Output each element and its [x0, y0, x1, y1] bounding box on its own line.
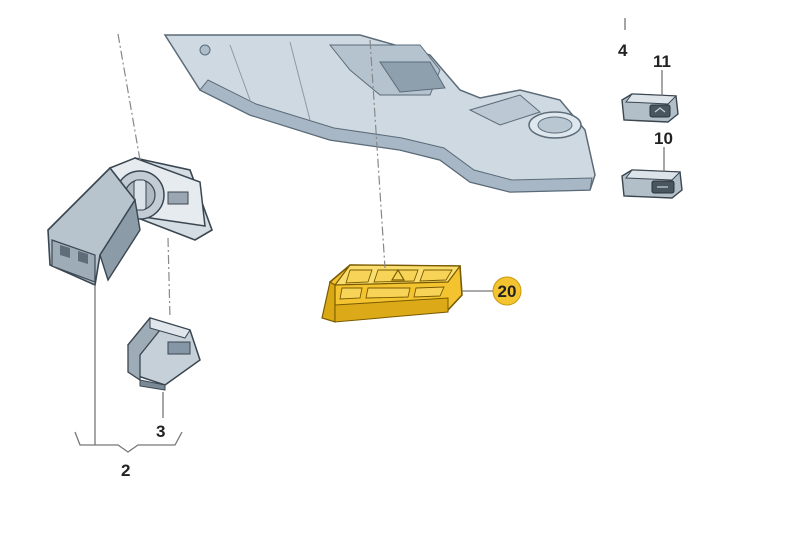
callout-2: 2	[121, 461, 130, 480]
small-push-switch-11	[621, 93, 679, 123]
switch-module	[127, 316, 201, 391]
leader-lines	[74, 18, 665, 453]
callout-3: 3	[156, 422, 165, 441]
leader-dash-3	[167, 237, 171, 319]
leader-dash-2	[117, 33, 141, 161]
callout-20-badge	[492, 276, 522, 306]
bracket-2	[74, 431, 183, 453]
callout-11: 11	[653, 52, 671, 71]
callout-20: 20	[498, 282, 517, 301]
callout-10: 10	[654, 129, 673, 148]
callout-4: 4	[618, 41, 628, 60]
center-console	[163, 34, 596, 193]
small-push-switch-10	[621, 169, 683, 199]
center-console-switch-panel	[321, 264, 463, 323]
leader-dash-20	[369, 39, 386, 269]
light-switch-assembly	[47, 157, 213, 287]
